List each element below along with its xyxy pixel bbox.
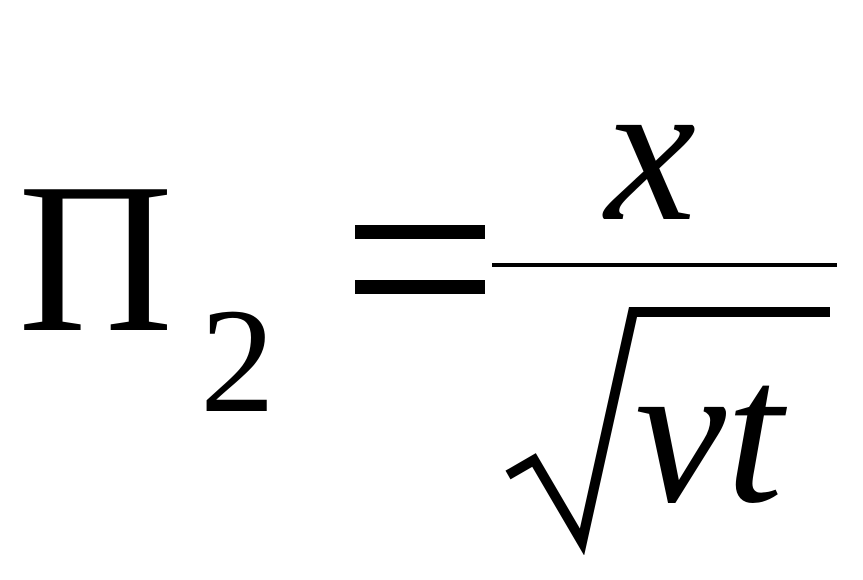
fraction-bar: [492, 263, 837, 267]
subscript-two: 2: [200, 278, 275, 444]
equals-bar-bottom: [355, 280, 485, 294]
pi-symbol: Π: [18, 138, 174, 377]
numerator-x: x: [605, 37, 696, 264]
radicand-vt: vt: [635, 319, 783, 546]
equals-bar-top: [355, 225, 485, 239]
square-root-icon: [505, 307, 830, 555]
